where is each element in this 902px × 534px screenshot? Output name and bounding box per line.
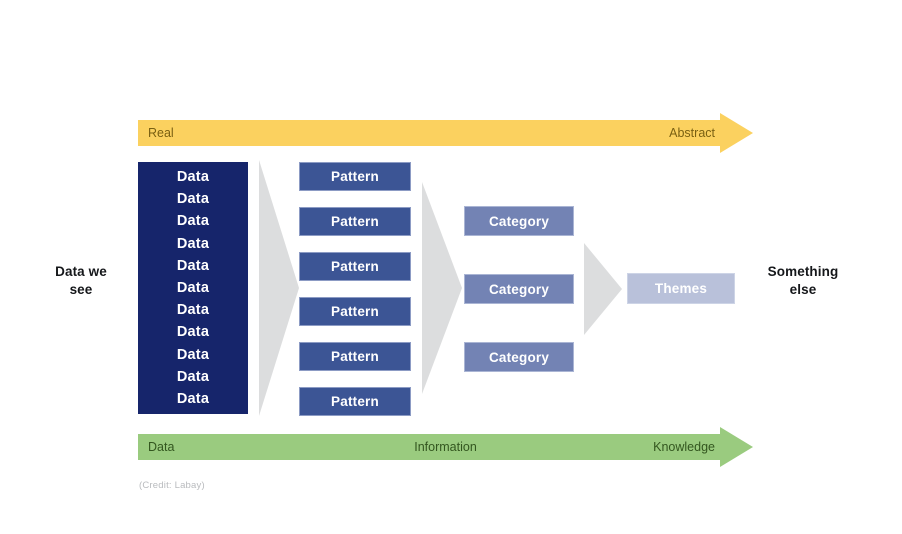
bottom-spectrum-arrow: Data Information Knowledge [138, 427, 753, 467]
data-row: Data [176, 324, 210, 341]
top-arrow-left-label: Real [148, 126, 174, 140]
chevron-arrow-icon [255, 160, 303, 416]
data-row: Data [176, 168, 210, 185]
pattern-box: Pattern [299, 387, 411, 416]
left-caption-line2: see [69, 282, 93, 297]
chevron-arrow-icon [418, 182, 466, 394]
left-caption-line1: Data we [55, 264, 107, 279]
pattern-box: Pattern [299, 207, 411, 236]
left-caption: Data we see [26, 263, 136, 299]
data-row: Data [176, 390, 210, 407]
category-column: Category Category Category [464, 206, 574, 372]
bottom-arrow-bar [138, 434, 720, 460]
top-spectrum-arrow: Real Abstract [138, 113, 753, 153]
data-row: Data [176, 213, 210, 230]
right-caption-line1: Something [767, 264, 839, 279]
bottom-arrow-right-label: Knowledge [653, 440, 715, 454]
data-row: Data [176, 302, 210, 319]
pattern-box: Pattern [299, 342, 411, 371]
pattern-box: Pattern [299, 162, 411, 191]
top-arrow-bar [138, 120, 720, 146]
data-row: Data [176, 257, 210, 274]
pattern-column: Pattern Pattern Pattern Pattern Pattern … [299, 162, 411, 416]
data-row: Data [176, 235, 210, 252]
data-row: Data [176, 346, 210, 363]
themes-column: Themes [627, 273, 735, 304]
pattern-box: Pattern [299, 297, 411, 326]
data-row: Data [176, 279, 210, 296]
credit-text: (Credit: Labay) [139, 480, 205, 491]
themes-box: Themes [627, 273, 735, 304]
category-box: Category [464, 274, 574, 304]
right-caption: Something else [748, 263, 858, 299]
data-row: Data [176, 368, 210, 385]
bottom-arrow-tip-icon [720, 427, 753, 467]
chevron-arrow-icon [580, 243, 626, 335]
data-block: Data Data Data Data Data Data Data Data … [138, 162, 248, 414]
top-arrow-tip-icon [720, 113, 753, 153]
bottom-arrow-middle-label: Information [414, 440, 477, 454]
category-box: Category [464, 206, 574, 236]
right-caption-line2: else [789, 282, 817, 297]
bottom-arrow-left-label: Data [148, 440, 175, 454]
pattern-box: Pattern [299, 252, 411, 281]
data-row: Data [176, 191, 210, 208]
category-box: Category [464, 342, 574, 372]
top-arrow-right-label: Abstract [669, 126, 715, 140]
